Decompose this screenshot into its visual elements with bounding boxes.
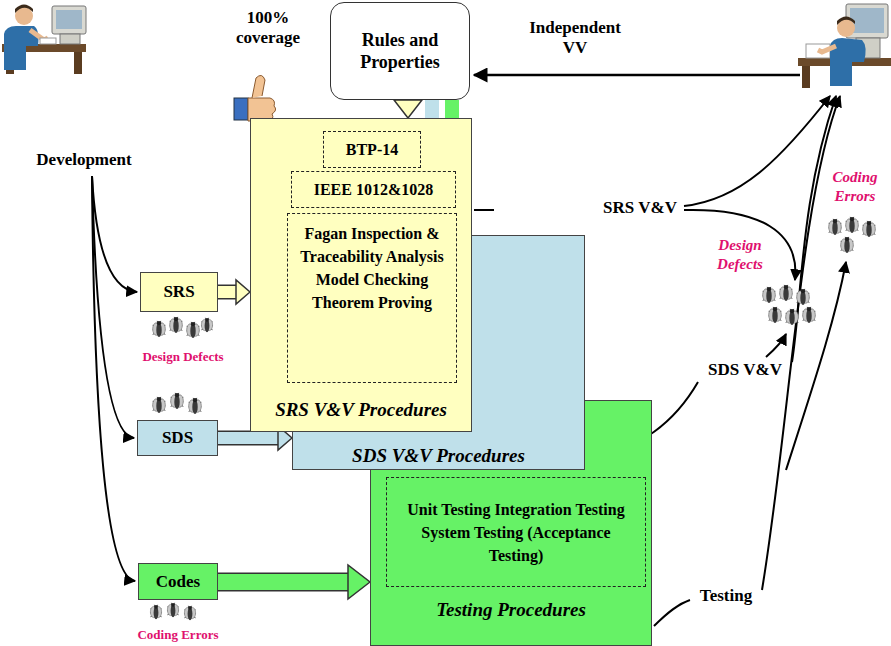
connector-outline: [218, 285, 236, 300]
flow-label: SDS V&V: [698, 360, 792, 380]
document-box: SRS: [140, 272, 218, 312]
thumbs-up-icon: [234, 75, 276, 121]
document-box: SDS: [137, 420, 218, 456]
box-text: Unit Testing Integration Testing System …: [393, 498, 639, 567]
arrow-head: [348, 565, 370, 599]
document-box: Codes: [138, 563, 218, 600]
method-box: Fagan Inspection & Traceability Analysis…: [287, 213, 457, 383]
rules-box: Rules and Properties: [330, 2, 470, 100]
panel-title: SRS V&V Procedures: [251, 399, 471, 421]
defect-label: Coding Errors: [122, 626, 234, 643]
box-text: Fagan Inspection & Traceability Analysis…: [294, 222, 450, 314]
panel-title: Testing Procedures: [371, 599, 651, 621]
box-text: SDS: [162, 428, 193, 448]
standard-box: BTP-14: [323, 131, 421, 168]
coverage-note: 100% coverage: [226, 8, 310, 48]
connector-outline: [218, 573, 348, 592]
independent-vv-arrow: [474, 74, 800, 77]
method-box: Unit Testing Integration Testing System …: [386, 477, 646, 587]
panel-title: SDS V&V Procedures: [293, 445, 584, 467]
defect-label: Coding Errors: [824, 168, 886, 206]
standard-box: IEEE 1012&1028: [291, 171, 456, 208]
developer-figure: [2, 5, 86, 75]
defect-label: Design Defects: [142, 348, 224, 365]
role-label: Development: [24, 150, 144, 170]
connector-shaft: [218, 286, 236, 298]
connector-outline: [218, 431, 278, 446]
flow-label: SRS V&V: [596, 198, 684, 218]
flow-label: Testing: [690, 586, 762, 606]
connector: [394, 100, 422, 118]
connector-shaft: [218, 432, 278, 444]
connector-shaft: [218, 574, 348, 590]
box-text: BTP-14: [346, 138, 398, 161]
flow-label: Independent VV: [520, 18, 630, 58]
verifier-figure: [798, 4, 891, 88]
box-text: SRS: [163, 282, 194, 302]
connector: [218, 280, 250, 304]
arrow-head: [236, 280, 250, 304]
development-arrows: [92, 176, 137, 581]
box-text: Rules and Properties: [337, 29, 463, 73]
connector: [218, 565, 370, 599]
box-text: IEEE 1012&1028: [314, 178, 434, 201]
procedure-panel: SRS V&V Procedures BTP-14IEEE 1012&1028Fa…: [250, 118, 472, 432]
arrow-head: [394, 100, 422, 118]
box-text: Codes: [156, 572, 200, 592]
defect-label: Design Defects: [698, 236, 782, 274]
